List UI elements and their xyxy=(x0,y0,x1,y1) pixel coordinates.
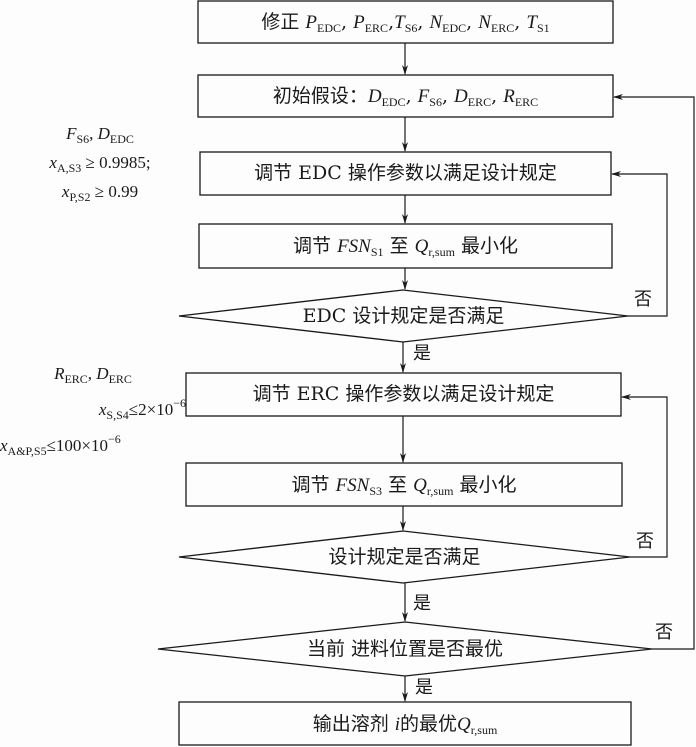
text-check-feed: 当前 进料位置是否最优 xyxy=(306,638,504,660)
label-yes-feed: 是 xyxy=(415,677,433,698)
box-fsn-s3 xyxy=(185,462,623,507)
text-assume: 初始假设：DEDC, FS6, DERC, RERC xyxy=(272,85,539,109)
text-adjust-erc: 调节 ERC 操作参数以满足设计规定 xyxy=(252,383,555,405)
loop-edc-no xyxy=(611,171,668,317)
text-fsn-s3: 调节 FSNS3 至 Qr,sum 最小化 xyxy=(291,474,517,498)
label-no-feed: 否 xyxy=(655,622,673,643)
note-erc: RERC, DERC xS,S4≤2×10−6 xA&P,S5≤100×10−6 xyxy=(0,362,186,463)
box-fsn-s1 xyxy=(198,223,613,269)
text-fsn-s1: 调节 FSNS1 至 Qr,sum 最小化 xyxy=(293,235,518,259)
loop-feed-no xyxy=(613,94,695,650)
note-edc: FS6, DEDC xA,S3 ≥ 0.9985; xP,S2 ≥ 0.99 xyxy=(0,122,200,209)
text-check-spec: 设计规定是否满足 xyxy=(328,546,481,568)
label-yes-edc: 是 xyxy=(413,343,431,364)
note-erc-line2: xS,S4≤2×10−6 xyxy=(98,396,186,422)
text-adjust-edc: 调节 EDC 操作参数以满足设计规定 xyxy=(254,162,557,184)
note-edc-line3: xP,S2 ≥ 0.99 xyxy=(61,182,139,204)
label-no-spec: 否 xyxy=(636,531,654,552)
box-adjust-edc xyxy=(199,151,612,196)
box-correct xyxy=(197,0,614,44)
text-check-edc: EDC 设计规定是否满足 xyxy=(302,305,505,327)
text-correct: 修正 PEDC, PERC,TS6, NEDC, NERC, TS1 xyxy=(261,11,550,35)
label-no-edc: 否 xyxy=(634,289,652,310)
text-output: 输出溶剂 i的最优Qr,sum xyxy=(312,713,498,737)
note-edc-line2: xA,S3 ≥ 0.9985; xyxy=(49,153,151,175)
label-yes-spec: 是 xyxy=(413,593,431,614)
box-output xyxy=(178,701,632,746)
note-erc-line1: RERC, DERC xyxy=(54,364,132,386)
box-assume xyxy=(197,74,614,118)
note-erc-line3: xA&P,S5≤100×10−6 xyxy=(0,432,121,458)
loop-spec-no xyxy=(621,394,668,558)
note-edc-line1: FS6, DEDC xyxy=(66,124,134,146)
